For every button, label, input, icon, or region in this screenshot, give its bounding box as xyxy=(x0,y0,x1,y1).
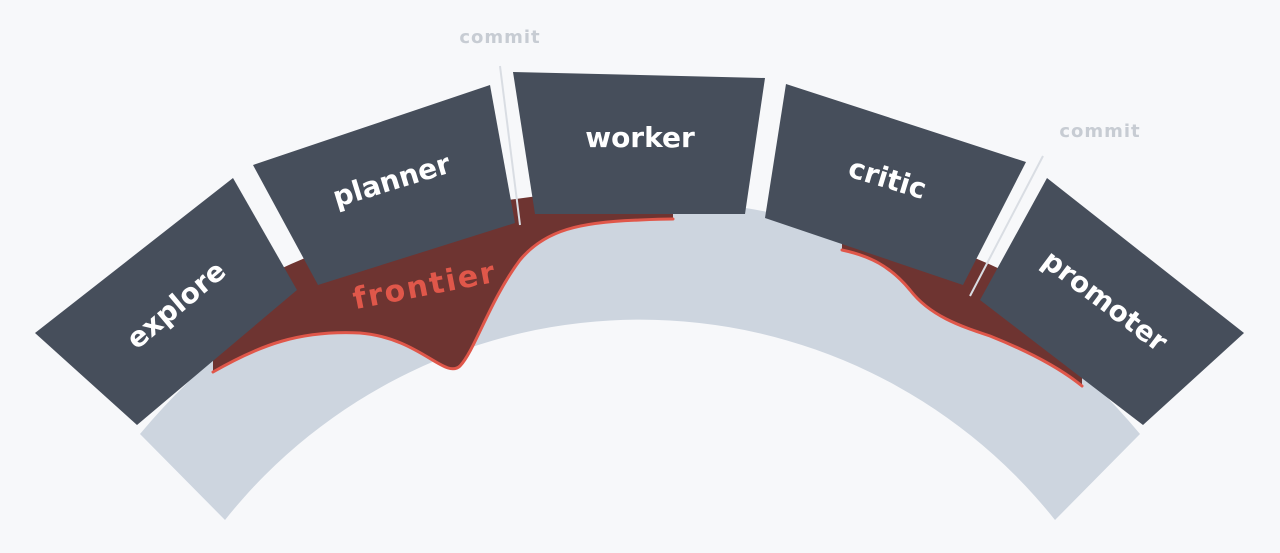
frontier-line-right xyxy=(840,248,1084,388)
stage-planner-block[interactable] xyxy=(253,85,515,285)
stage-critic-block[interactable] xyxy=(765,84,1026,285)
commit-divider-2 xyxy=(969,155,1044,297)
segment-blocks xyxy=(35,72,1244,425)
stage-explore-block[interactable] xyxy=(35,178,297,425)
stage-worker-block[interactable] xyxy=(513,72,765,214)
stage-promoter-block[interactable] xyxy=(980,178,1244,425)
frontier-line-left xyxy=(211,217,675,374)
commit-label: commit xyxy=(1059,121,1140,142)
commit-label: commit xyxy=(459,27,540,48)
inner-band xyxy=(140,199,1140,520)
stage-worker-label: worker xyxy=(585,121,695,154)
commit-divider-1 xyxy=(499,65,521,226)
